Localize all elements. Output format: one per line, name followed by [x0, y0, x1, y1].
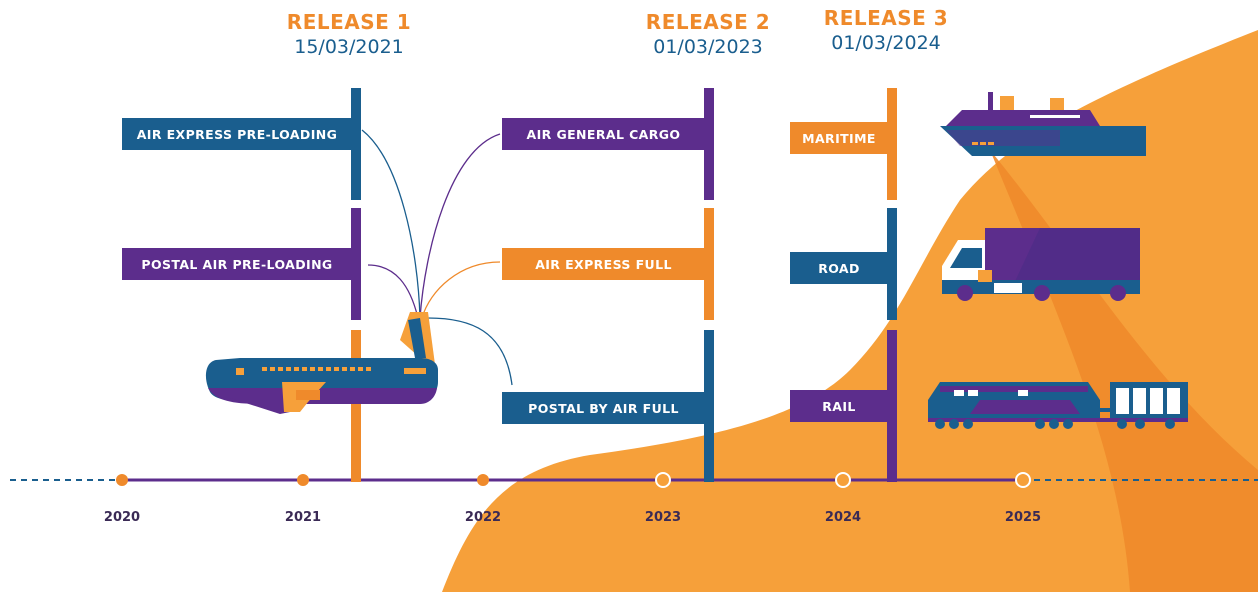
release3-post-mid	[887, 208, 897, 320]
release-2-date: 01/03/2023	[653, 36, 763, 58]
release-3-date: 01/03/2024	[831, 32, 941, 54]
sign-postal-air-pre-loading: POSTAL AIR PRE-LOADING	[122, 248, 352, 280]
year-label-2022: 2022	[464, 510, 502, 525]
release-1-title: RELEASE 1	[286, 10, 412, 34]
timeline-dot-2024	[835, 472, 851, 488]
timeline-dot-2022	[477, 474, 489, 486]
truck-icon	[942, 228, 1140, 301]
release-3-title: RELEASE 3	[823, 6, 949, 30]
sign-postal-by-air-full: POSTAL BY AIR FULL	[502, 392, 705, 424]
train-icon	[928, 382, 1188, 429]
timeline-dot-2025	[1015, 472, 1031, 488]
release2-post-mid	[704, 208, 714, 320]
release-2-header: RELEASE 2 01/03/2023	[608, 10, 808, 58]
release2-post-bottom	[704, 330, 714, 482]
year-label-2021: 2021	[284, 510, 322, 525]
ship-icon	[940, 92, 1146, 156]
release-1-header: RELEASE 1 15/03/2021	[249, 10, 449, 58]
release-2-title: RELEASE 2	[645, 10, 771, 34]
release-1-date: 15/03/2021	[294, 36, 404, 58]
timeline-dot-2020	[116, 474, 128, 486]
timeline-dot-2021	[297, 474, 309, 486]
sign-maritime: MARITIME	[790, 122, 888, 154]
release3-post-bottom	[887, 330, 897, 482]
release-3-header: RELEASE 3 01/03/2024	[786, 6, 986, 54]
release1-post-mid	[351, 208, 361, 320]
release1-post-bottom	[351, 330, 361, 482]
sign-air-express-full: AIR EXPRESS FULL	[502, 248, 705, 280]
year-label-2020: 2020	[103, 510, 141, 525]
release1-post-top	[351, 88, 361, 200]
release3-post-top	[887, 88, 897, 200]
release2-post-top	[704, 88, 714, 200]
sign-rail: RAIL	[790, 390, 888, 422]
year-label-2024: 2024	[824, 510, 862, 525]
airplane-icon	[205, 312, 438, 414]
connector-lines	[361, 129, 513, 386]
year-label-2023: 2023	[644, 510, 682, 525]
sign-air-express-pre-loading: AIR EXPRESS PRE-LOADING	[122, 118, 352, 150]
year-label-2025: 2025	[1004, 510, 1042, 525]
timeline-dot-2023	[655, 472, 671, 488]
sign-air-general-cargo: AIR GENERAL CARGO	[502, 118, 705, 150]
orange-wave-background	[442, 30, 1258, 592]
sign-road: ROAD	[790, 252, 888, 284]
